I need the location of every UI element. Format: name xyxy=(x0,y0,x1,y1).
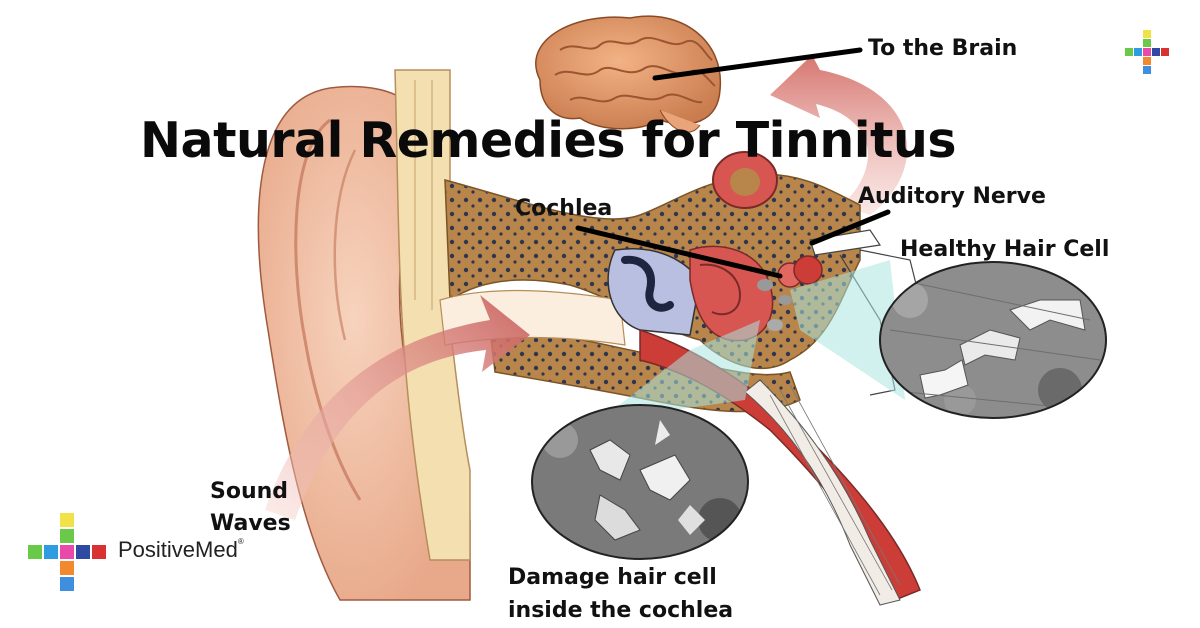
label-to-the-brain: To the Brain xyxy=(868,36,1018,61)
label-damage-line-2: inside the cochlea xyxy=(508,598,734,623)
label-healthy-hair-cell: Healthy Hair Cell xyxy=(900,237,1110,262)
label-damage-line-1: Damage hair cell xyxy=(508,565,717,590)
skull-cartilage xyxy=(394,69,471,561)
semicircular-canal xyxy=(712,151,778,209)
label-sound-line-1: Sound xyxy=(210,479,289,504)
brain-image xyxy=(535,15,722,133)
middle-ear xyxy=(607,245,823,342)
sound-waves-arrow xyxy=(265,295,530,520)
damaged-hair-cell-image xyxy=(531,404,749,560)
healthy-hair-cell-image xyxy=(879,261,1107,419)
brain-arrow xyxy=(770,55,908,215)
label-cochlea: Cochlea xyxy=(515,196,613,221)
leader-lines xyxy=(575,47,891,279)
label-damage-hair-cell: Damage hair cell inside the cochlea xyxy=(508,561,733,627)
brand-text: PositiveMed xyxy=(118,537,238,562)
label-sound-line-2: Waves xyxy=(210,511,291,536)
zoom-highlights xyxy=(600,260,905,420)
label-auditory-nerve: Auditory Nerve xyxy=(858,184,1046,209)
registered-mark: ® xyxy=(237,537,244,546)
page-title: Natural Remedies for Tinnitus xyxy=(140,112,957,169)
plus-mosaic-logo-icon xyxy=(28,513,106,591)
plus-mosaic-logo-icon-small xyxy=(1125,30,1169,74)
label-sound-waves: Sound Waves xyxy=(210,476,291,540)
brand-name: PositiveMed® xyxy=(118,537,244,563)
